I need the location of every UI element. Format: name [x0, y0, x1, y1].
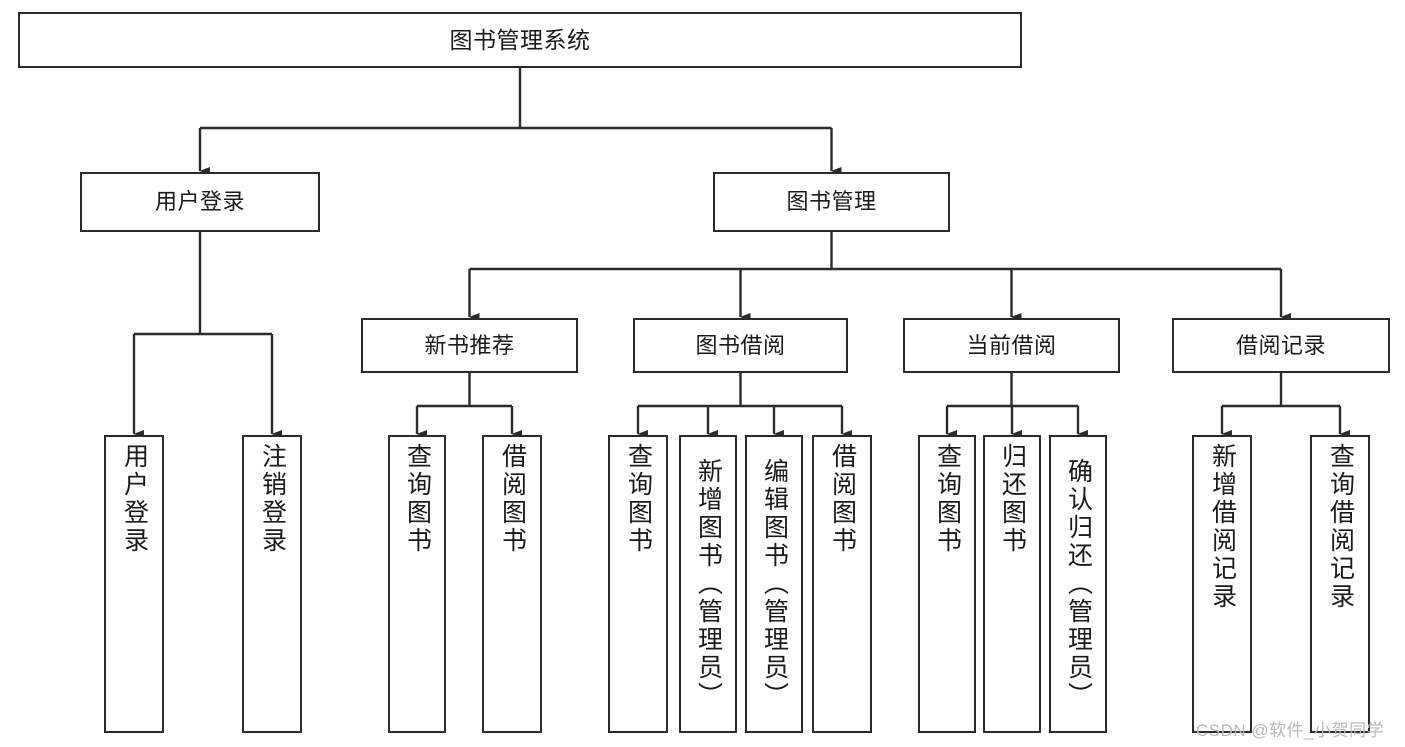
node-label: 编辑图书（管理员） [760, 458, 789, 710]
node-label: 查询图书 [933, 443, 962, 555]
node-label: 借阅图书 [498, 443, 527, 555]
node-login[interactable]: 用户登录 [80, 172, 320, 232]
node-label: 归还图书 [998, 443, 1027, 555]
node-label: 新增借阅记录 [1208, 443, 1237, 611]
node-l6[interactable]: 新增图书（管理员） [679, 435, 737, 733]
node-l8[interactable]: 借阅图书 [812, 435, 872, 733]
node-label: 查询图书 [624, 443, 653, 555]
node-bookmgmt[interactable]: 图书管理 [713, 172, 950, 232]
node-label: 图书管理系统 [449, 26, 591, 53]
node-label: 新增图书（管理员） [694, 458, 723, 710]
edge-layer [132, 68, 1351, 439]
node-label: 确认归还（管理员） [1064, 458, 1093, 710]
node-label: 注销登录 [258, 443, 287, 555]
node-label: 图书借阅 [695, 332, 786, 358]
node-l11[interactable]: 确认归还（管理员） [1049, 435, 1107, 733]
node-borrow[interactable]: 图书借阅 [633, 318, 848, 373]
node-label: 当前借阅 [966, 332, 1057, 358]
node-label: 借阅图书 [828, 443, 857, 555]
node-root[interactable]: 图书管理系统 [18, 12, 1022, 68]
node-l1[interactable]: 用户登录 [104, 435, 164, 733]
node-l10[interactable]: 归还图书 [983, 435, 1041, 733]
node-current[interactable]: 当前借阅 [903, 318, 1120, 373]
node-l13[interactable]: 查询借阅记录 [1310, 435, 1370, 733]
node-l2[interactable]: 注销登录 [242, 435, 302, 733]
node-l5[interactable]: 查询图书 [608, 435, 668, 733]
node-label: 查询借阅记录 [1326, 443, 1355, 611]
node-l12[interactable]: 新增借阅记录 [1192, 435, 1252, 733]
node-label: 图书管理 [786, 189, 877, 215]
node-l4[interactable]: 借阅图书 [482, 435, 542, 733]
node-label: 查询图书 [403, 443, 432, 555]
node-label: 用户登录 [154, 189, 245, 215]
node-records[interactable]: 借阅记录 [1172, 318, 1390, 373]
node-l3[interactable]: 查询图书 [388, 435, 446, 733]
node-newbook[interactable]: 新书推荐 [361, 318, 578, 373]
node-label: 借阅记录 [1235, 332, 1326, 358]
node-label: 新书推荐 [424, 332, 515, 358]
node-l9[interactable]: 查询图书 [918, 435, 976, 733]
node-l7[interactable]: 编辑图书（管理员） [745, 435, 803, 733]
node-label: 用户登录 [120, 443, 149, 555]
